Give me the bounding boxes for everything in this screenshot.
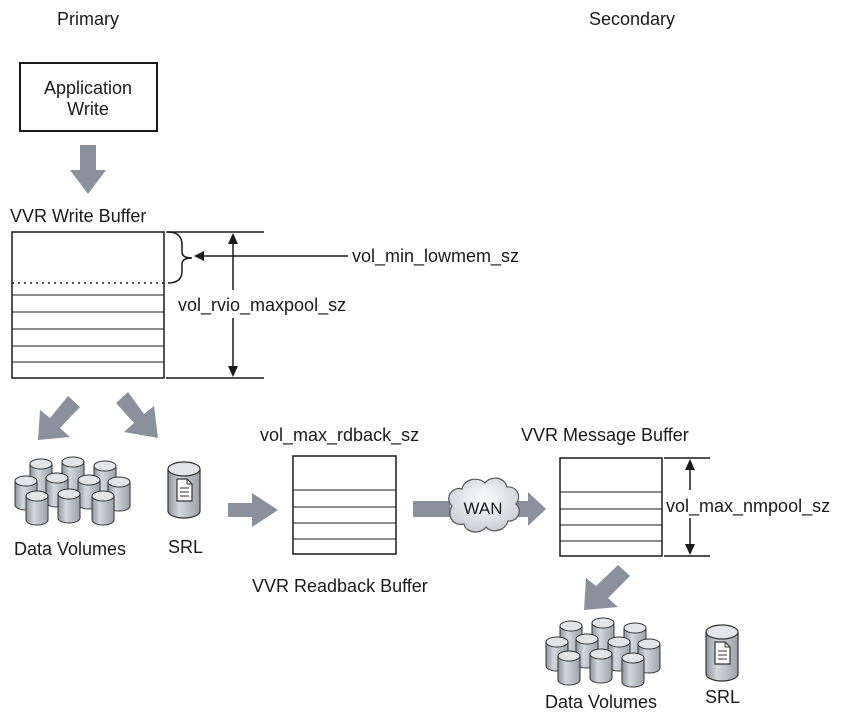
primary-header: Primary <box>57 9 119 29</box>
secondary-data-volumes-icon <box>545 617 661 688</box>
nmpool-arrowhead-up <box>685 459 695 470</box>
maxpool-arrowhead-down <box>228 366 238 377</box>
arrow-buffer-to-srl <box>116 392 158 438</box>
application-write-line2: Write <box>67 99 109 119</box>
write-buffer-box <box>11 231 165 379</box>
secondary-data-volumes-label: Data Volumes <box>545 692 657 712</box>
readback-buffer-title: VVR Readback Buffer <box>252 576 428 596</box>
nmpool-arrowhead-down <box>685 544 695 555</box>
secondary-srl-label: SRL <box>705 687 740 707</box>
primary-srl-label: SRL <box>168 537 203 557</box>
readback-buffer-box <box>292 455 397 555</box>
message-buffer-box <box>559 457 663 557</box>
wan-cloud-icon <box>448 477 520 533</box>
lowmem-pointer-arrowhead <box>194 251 204 261</box>
lowmem-label: vol_min_lowmem_sz <box>352 246 519 267</box>
arrow-readback-to-wan <box>413 501 450 517</box>
arrow-srl-to-readback <box>228 493 278 527</box>
arrow-buffer-to-data-volumes <box>38 396 80 440</box>
arrow-wan-to-message-buffer <box>512 492 546 526</box>
lowmem-brace <box>167 231 193 284</box>
application-write-box <box>19 62 158 132</box>
arrow-app-to-buffer <box>70 145 106 194</box>
maxpool-label: vol_rvio_maxpool_sz <box>178 295 346 316</box>
primary-srl-icon <box>167 461 201 519</box>
message-buffer-title: VVR Message Buffer <box>521 425 689 445</box>
primary-data-volumes-icon <box>14 456 131 526</box>
application-write-line1: Application <box>44 78 132 98</box>
secondary-srl-icon <box>705 624 739 682</box>
arrow-message-buffer-to-data-volumes <box>584 565 630 610</box>
write-buffer-title: VVR Write Buffer <box>10 206 146 226</box>
nmpool-label: vol_max_nmpool_sz <box>666 496 830 517</box>
maxpool-arrowhead-up <box>228 233 238 244</box>
wan-label: WAN <box>463 499 502 518</box>
primary-data-volumes-label: Data Volumes <box>14 539 126 559</box>
readback-param-label: vol_max_rdback_sz <box>260 425 419 446</box>
secondary-header: Secondary <box>589 9 675 29</box>
